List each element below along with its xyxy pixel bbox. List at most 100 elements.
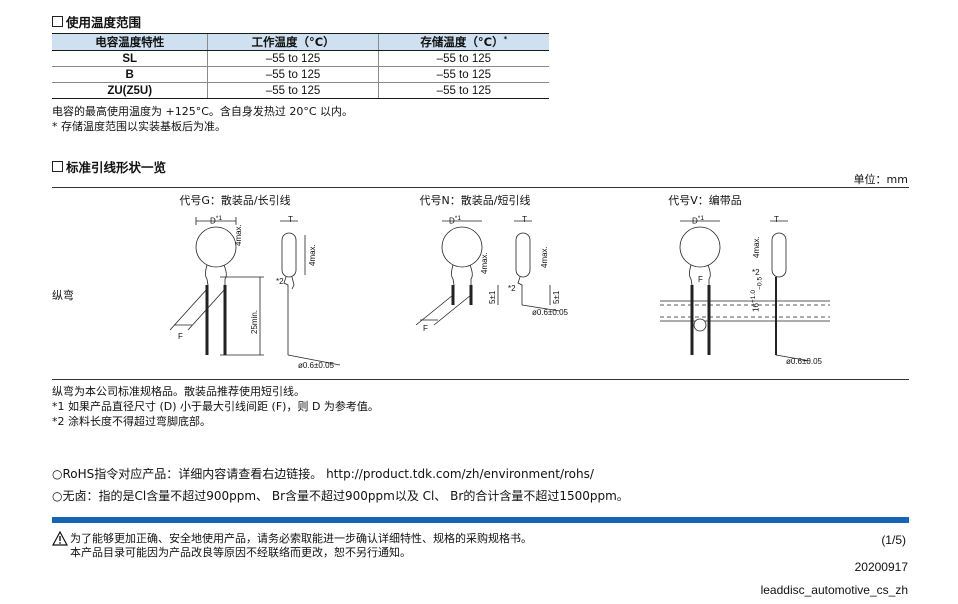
sup-mark: *1 <box>215 215 223 222</box>
storage-header-text: 存储温度（°C） <box>420 35 504 49</box>
note-line: 纵弯为本公司标准规格品。散装品推荐使用短引线。 <box>52 385 305 398</box>
rohs-line: ○RoHS指令对应产品：详细内容请查看右边链接。 http://product.… <box>52 463 629 485</box>
label-16: 16+1.0−0.5 <box>750 277 763 312</box>
halogen-free-line: ○无卤：指的是Cl含量不超过900ppm、 Br含量不超过900ppm以及 Cl… <box>52 485 629 507</box>
label-4max: 4max. <box>540 246 549 268</box>
capacitor-body-front <box>441 226 483 268</box>
caption-g: 代号G：散装品/长引线 <box>179 194 291 207</box>
table-row: B –55 to 125 –55 to 125 <box>52 66 549 83</box>
sup-mark: *1 <box>697 215 705 222</box>
cell-storage: –55 to 125 <box>377 66 549 83</box>
compliance-text: RoHS指令对应产品：详细内容请查看右边链接。 http://product.t… <box>62 467 594 481</box>
section-lead-shapes-title: 标准引线形状一览 <box>52 157 166 176</box>
cell-operating: –55 to 125 <box>207 82 379 99</box>
capacitor-body-side <box>771 232 787 278</box>
label-4max: 4max. <box>480 252 489 274</box>
dim-d-text: D <box>210 216 216 226</box>
dim-d-text: D <box>449 216 455 226</box>
temperature-table: 电容温度特性 工作温度（°C） 存储温度（°C）* SL –55 to 125 … <box>52 33 549 99</box>
compliance-text: 无卤：指的是Cl含量不超过900ppm、 Br含量不超过900ppm以及 Cl、… <box>62 489 629 503</box>
warning-line: 为了能够更加正确、安全地使用产品，请务必索取能进一步确认详细特性、规格的采购规格… <box>70 532 532 545</box>
diagram-n <box>415 220 561 326</box>
side-lead <box>283 276 295 355</box>
block-bottom-rule <box>52 379 909 380</box>
dim-16-text: 16 <box>751 303 761 312</box>
warning-line: 本产品目录可能因为产品改良等原因不经联络而更改，恕不另行通知。 <box>70 546 411 559</box>
label-d: D*1 <box>449 215 461 226</box>
block-top-rule <box>52 187 909 188</box>
dim-f-ext <box>169 288 208 331</box>
label-lead-dia: ø0.6±0.05 <box>786 357 822 366</box>
doc-id: leaddisc_automotive_cs_zh <box>760 583 908 597</box>
section-title-text: 使用温度范围 <box>66 15 142 30</box>
sup-mark: *1 <box>454 215 462 222</box>
tol-minus: −0.5 <box>756 276 764 290</box>
label-sup2: *2 <box>752 268 760 277</box>
capacitor-body-side <box>515 232 531 278</box>
compliance-list: ○ RoHS指令对应产品：详细内容请查看右边链接。 http://product.… <box>52 463 629 507</box>
leader-line <box>287 354 341 366</box>
checkbox-square-icon <box>52 161 63 172</box>
label-4max: 4max. <box>234 224 243 246</box>
col-header-operating-temp: 工作温度（°C） <box>207 33 379 51</box>
dim-d-text: D <box>692 216 698 226</box>
cell-storage: –55 to 125 <box>377 82 549 99</box>
label-4max: 4max. <box>308 244 317 266</box>
cell-characteristic: B <box>52 66 208 83</box>
circle-bullet-icon: ○ <box>52 489 63 503</box>
capacitor-body-side <box>281 232 297 278</box>
diagram-g <box>169 217 341 366</box>
note-line: *1 如果产品直径尺寸 (D) 小于最大引线间距 (F)，则 D 为参考值。 <box>52 400 379 413</box>
coating-bend <box>451 264 473 286</box>
cell-characteristic: ZU(Z5U) <box>52 82 208 99</box>
cell-operating: –55 to 125 <box>207 66 379 83</box>
table-row: SL –55 to 125 –55 to 125 <box>52 50 549 67</box>
section-temperature-title: 使用温度范围 <box>52 12 141 31</box>
dim-f-ext <box>433 294 472 326</box>
capacitor-body-front <box>195 226 237 268</box>
leader-line <box>521 304 561 312</box>
col-header-storage-temp: 存储温度（°C）* <box>377 33 549 51</box>
label-lead-dia: ø0.6±0.05 <box>298 361 334 370</box>
coating-bend <box>689 264 711 286</box>
caption-v: 代号V：编带品 <box>668 194 742 207</box>
tol-plus: +1.0 <box>750 289 757 304</box>
doc-date: 20200917 <box>854 560 908 574</box>
cell-characteristic: SL <box>52 50 208 67</box>
unit-label: 单位：mm <box>853 173 908 186</box>
checkbox-square-icon <box>52 16 63 27</box>
label-5: 5±1 <box>488 290 497 304</box>
label-f: F <box>178 332 183 341</box>
diagram-v <box>660 220 830 362</box>
sprocket-hole <box>693 318 707 332</box>
footer-warning: 为了能够更加正确、安全地使用产品，请务必索取能进一步确认详细特性、规格的采购规格… <box>70 532 532 560</box>
label-t: T <box>522 215 527 224</box>
storage-header-mark: * <box>503 35 508 44</box>
label-t: T <box>288 215 293 224</box>
dim-f-ext <box>187 288 226 331</box>
label-sup2: *2 <box>508 284 516 293</box>
label-t: T <box>774 215 779 224</box>
label-5: 5±1 <box>552 290 561 304</box>
note-line: *2 涂料长度不得超过弯脚底部。 <box>52 415 211 428</box>
temperature-notes: 电容的最高使用温度为 +125°C。含自身发热过 20°C 以内。 * 存储温度… <box>52 104 353 134</box>
section-title-text: 标准引线形状一览 <box>66 160 167 175</box>
note-line: * 存储温度范围以实装基板后为准。 <box>52 120 226 133</box>
label-d: D*1 <box>210 215 222 226</box>
leader-line <box>775 354 811 362</box>
cell-operating: –55 to 125 <box>207 50 379 67</box>
label-4max: 4max. <box>752 236 761 258</box>
label-f: F <box>423 324 428 333</box>
cell-storage: –55 to 125 <box>377 50 549 67</box>
label-sup2: *2 <box>276 277 284 286</box>
dim-f-ext <box>415 294 454 326</box>
page-number: (1/5) <box>881 533 906 547</box>
warning-icon <box>52 531 68 546</box>
lead-notes: 纵弯为本公司标准规格品。散装品推荐使用短引线。 *1 如果产品直径尺寸 (D) … <box>52 384 379 429</box>
capacitor-body-front <box>679 226 721 268</box>
label-lead-dia: ø0.6±0.05 <box>532 308 568 317</box>
side-lead <box>517 276 523 305</box>
coating-bend <box>205 264 227 286</box>
col-header-characteristic: 电容温度特性 <box>52 33 208 51</box>
label-f: F <box>698 275 703 284</box>
